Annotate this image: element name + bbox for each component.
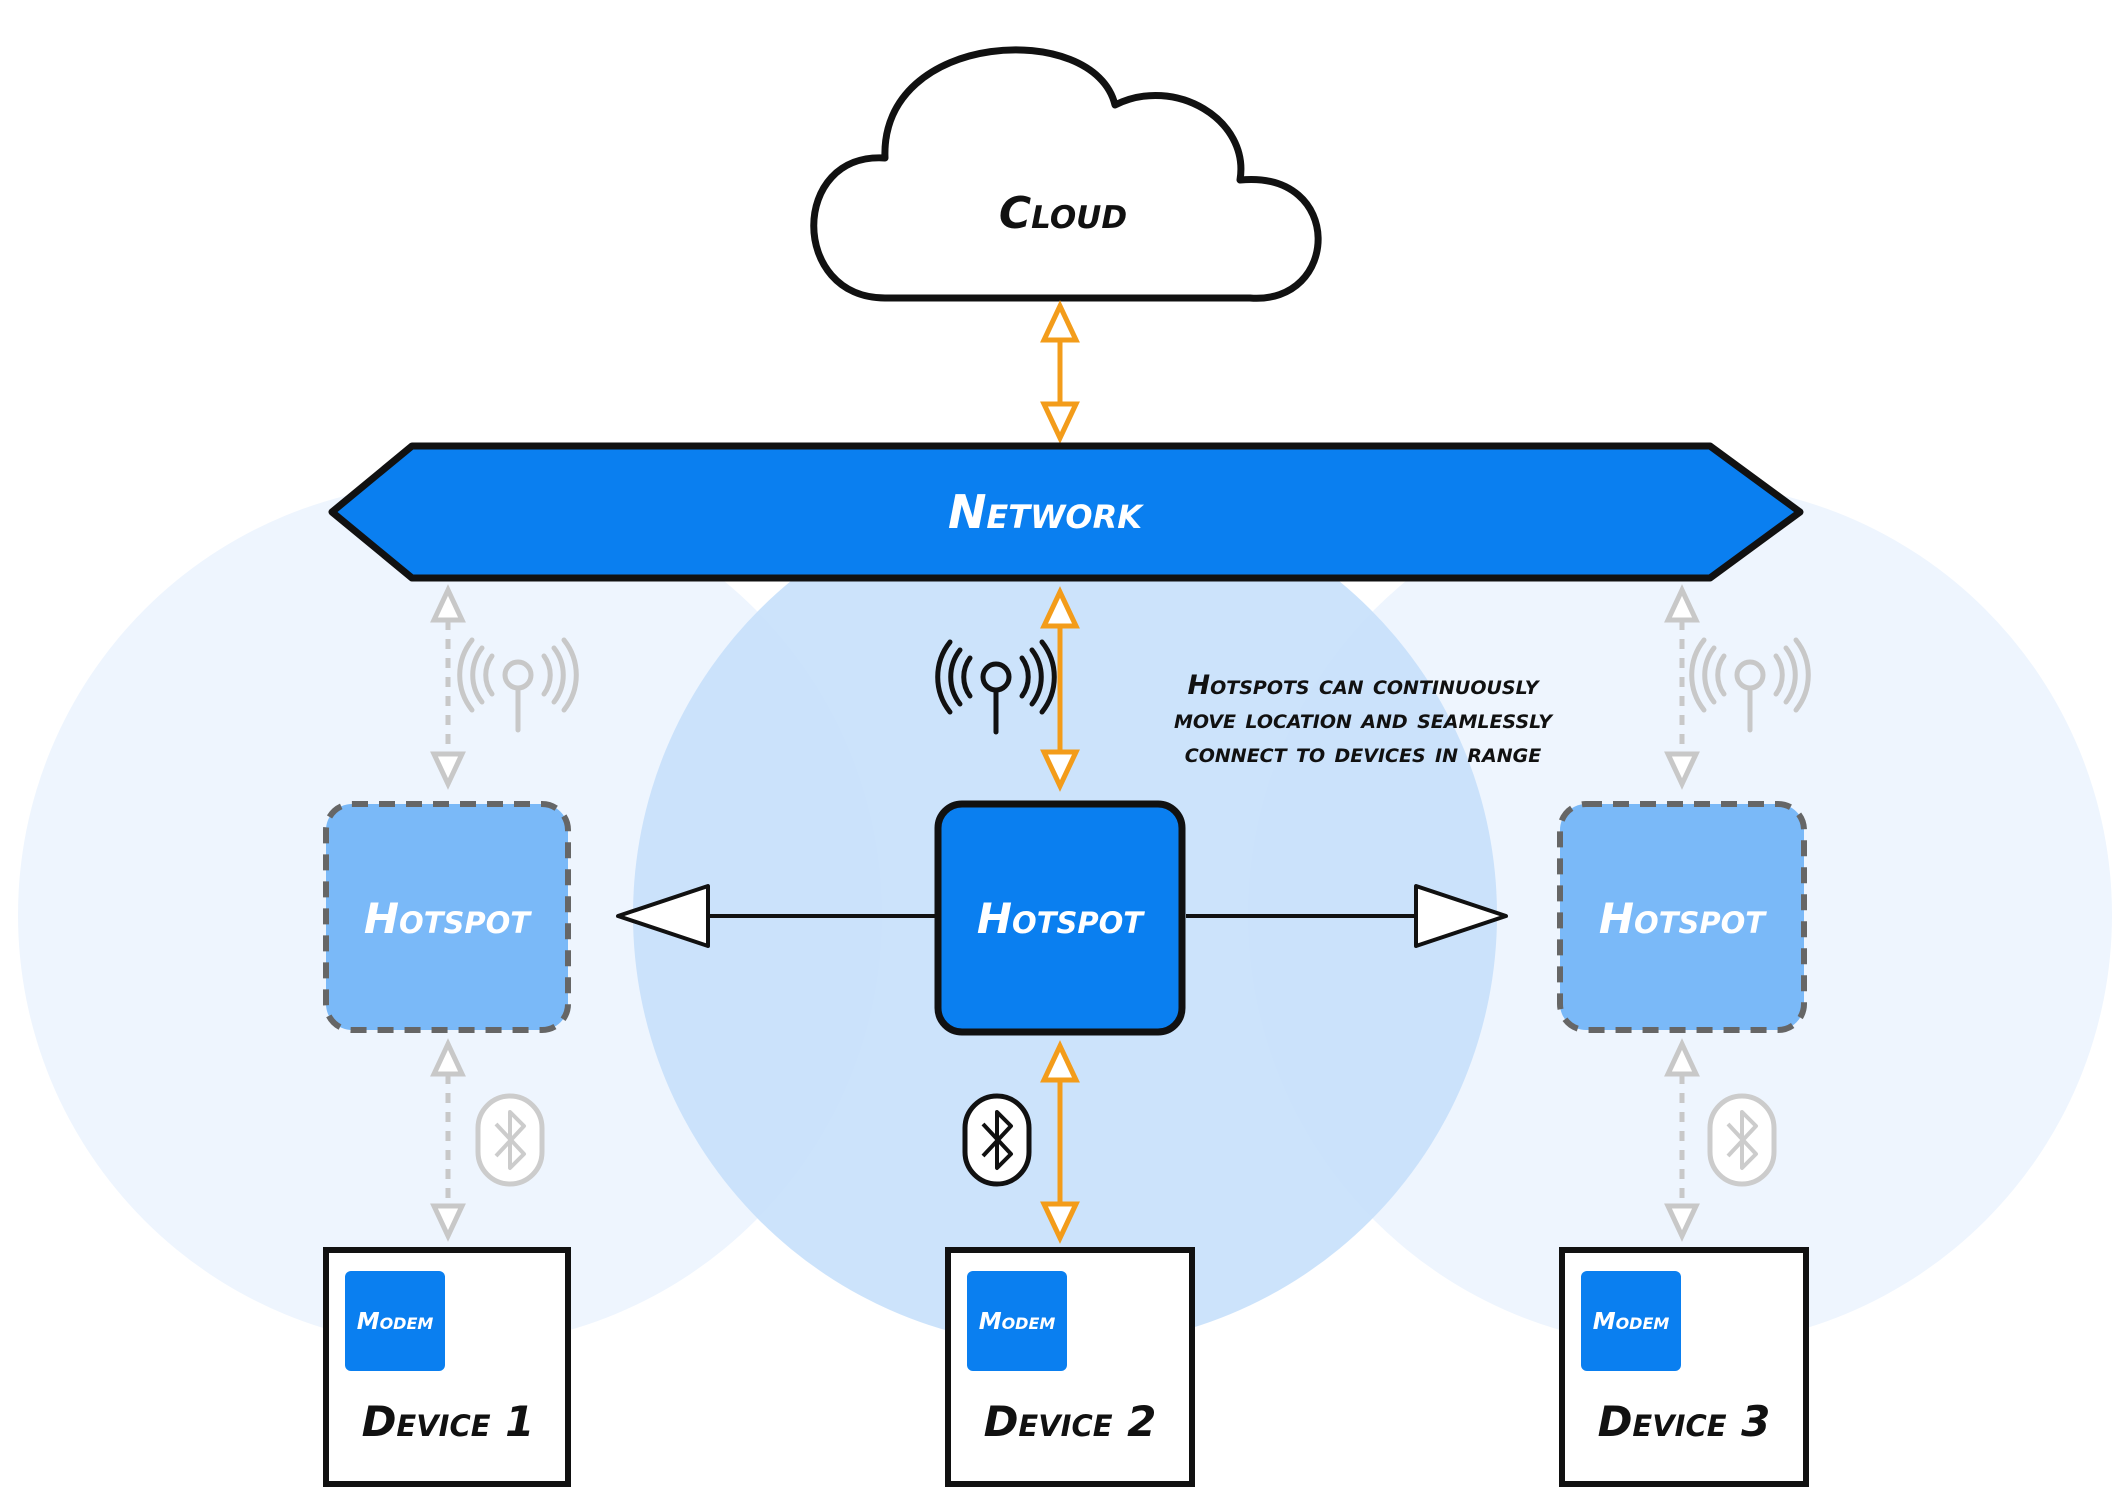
hotspot-device-link-center [1040,1040,1080,1244]
network-bar: Network [328,442,1804,582]
modem-label: Modem [979,1309,1056,1335]
modem-chip [967,1271,1067,1371]
network-label: Network [948,485,1144,539]
hotspot-box [323,801,571,1033]
device-label: Device 1 [362,1397,535,1446]
hotspot-label: Hotspot [1599,894,1767,943]
device-label: Device 2 [984,1397,1157,1446]
network-hotspot-link-center [1040,586,1080,792]
hotspot-label: Hotspot [977,894,1145,943]
annotation-line-3: connect to devices in range [1185,738,1541,769]
modem-chip [345,1271,445,1371]
hotspot-center: Hotspot [934,800,1186,1036]
bluetooth-icon [475,1093,545,1187]
move-arrow-left [616,884,936,948]
cloud-node: Cloud [810,46,1322,302]
move-arrow-right [1186,884,1508,948]
cloud-label: Cloud [999,188,1127,239]
hotspot-label: Hotspot [364,894,532,943]
annotation-line-1: Hotspots can continuously [1188,670,1541,701]
hotspot-box [1557,801,1807,1033]
hotspot-device-link-right [1664,1038,1700,1242]
cloud-network-link [1040,300,1080,444]
device-2: Modem Device 2 [945,1247,1195,1487]
network-hotspot-link-right [1664,584,1700,790]
hotspot-device-link-left [430,1038,466,1242]
network-hotspot-link-left [430,584,466,790]
hotspot-box [934,800,1186,1036]
device-3: Modem Device 3 [1559,1247,1809,1487]
device-1: Modem Device 1 [323,1247,571,1487]
annotation-line-2: move location and seamlessly [1174,704,1554,735]
bluetooth-icon [1707,1093,1777,1187]
modem-label: Modem [1593,1309,1670,1335]
device-label: Device 3 [1598,1397,1771,1446]
cloud-shape [810,46,1322,302]
hotspot-left: Hotspot [323,801,571,1033]
hotspot-right: Hotspot [1557,801,1807,1033]
network-shape [328,442,1804,582]
modem-chip [1581,1271,1681,1371]
bluetooth-icon [962,1093,1032,1187]
modem-label: Modem [357,1309,434,1335]
